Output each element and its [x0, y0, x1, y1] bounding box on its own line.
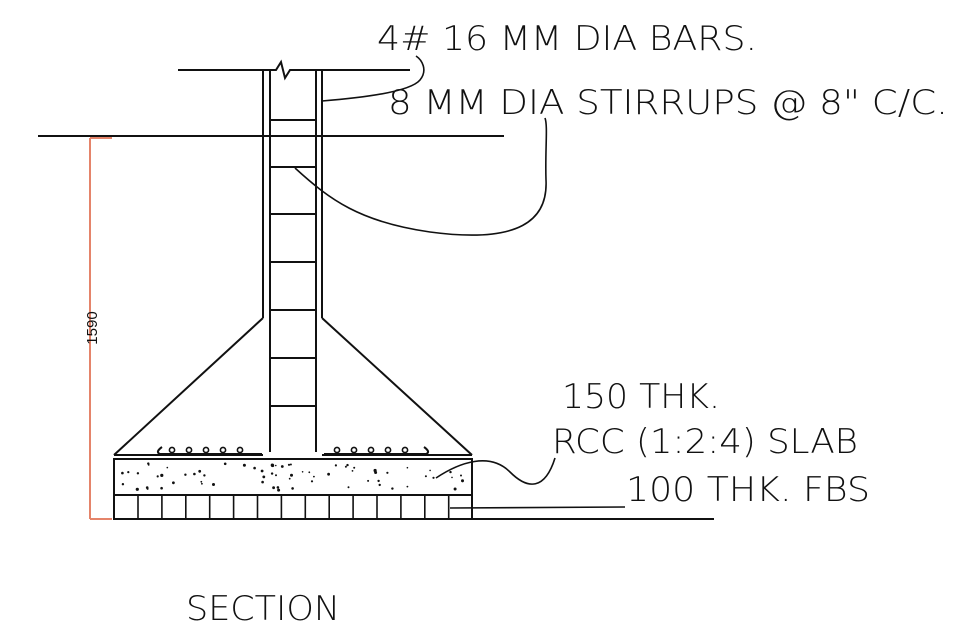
- dimension-label: 1590: [84, 311, 101, 344]
- aggregate-dot: [429, 469, 431, 472]
- aggregate-dot: [406, 485, 409, 488]
- aggregate-dot: [280, 465, 284, 468]
- aggregate-dot: [290, 473, 293, 477]
- aggregate-dot: [334, 464, 337, 467]
- aggregate-dot: [424, 475, 427, 478]
- aggregate-dot: [453, 487, 457, 491]
- aggregate-dot: [277, 488, 281, 492]
- aggregate-dot: [242, 463, 246, 467]
- aggregate-dot: [346, 463, 349, 467]
- aggregate-dot: [288, 477, 291, 480]
- aggregate-dot: [460, 474, 462, 477]
- aggregate-dot: [308, 471, 311, 474]
- aggregate-dot: [184, 473, 187, 476]
- aggregate-dot: [223, 462, 227, 466]
- aggregate-dot: [378, 483, 381, 487]
- aggregate-dot: [386, 471, 389, 474]
- slab-spec-annotation: RCC (1:2:4) SLAB: [552, 422, 858, 462]
- aggregate-dot: [212, 483, 215, 486]
- aggregate-dot: [200, 480, 203, 483]
- fbs-layer: [113, 494, 473, 520]
- aggregate-dot: [406, 466, 409, 469]
- aggregate-dot: [451, 476, 453, 479]
- aggregate-dot: [287, 463, 291, 466]
- aggregate-dot: [432, 476, 435, 479]
- aggregate-dot: [201, 482, 203, 485]
- aggregate-dot: [270, 463, 274, 467]
- aggregate-dot: [156, 475, 159, 478]
- section-title: SECTION: [186, 589, 340, 629]
- aggregate-dot: [260, 469, 264, 473]
- bottom-reinforcement: [156, 446, 430, 455]
- slab-thickness-annotation: 150 THK.: [562, 377, 720, 417]
- aggregate-dot: [374, 471, 378, 474]
- aggregate-dot: [275, 464, 277, 467]
- aggregate-dot: [203, 474, 206, 477]
- aggregate-dot: [377, 479, 380, 483]
- aggregate-dot: [198, 469, 202, 473]
- aggregate-dot: [136, 472, 140, 475]
- aggregate-dot: [160, 486, 163, 490]
- aggregate-dot: [289, 463, 292, 466]
- aggregate-dot: [262, 475, 266, 479]
- aggregate-dot: [347, 486, 350, 489]
- aggregate-dot: [449, 470, 452, 474]
- aggregate-dot: [291, 487, 294, 490]
- aggregate-dot: [353, 466, 356, 469]
- aggregate-dot: [147, 464, 150, 466]
- aggregate-dot: [344, 465, 347, 468]
- aggregate-dot: [261, 480, 264, 484]
- aggregate-dot: [166, 466, 169, 469]
- bars-annotation: 4# 16 MM DIA BARS.: [377, 19, 757, 59]
- aggregate-dot: [276, 486, 280, 489]
- aggregate-dot: [351, 470, 354, 472]
- aggregate-dot: [121, 483, 125, 486]
- aggregate-dot: [146, 487, 149, 490]
- brick-hatch: [137, 495, 450, 519]
- aggregate-dot: [121, 471, 124, 475]
- footing-slopes: [113, 317, 473, 456]
- aggregate-dot: [275, 474, 277, 477]
- stirrups-annotation: 8 MM DIA STIRRUPS @ 8" C/C.: [388, 83, 948, 123]
- aggregate-dot: [160, 473, 164, 477]
- aggregate-dot: [327, 472, 330, 476]
- aggregate-dot: [310, 480, 314, 483]
- aggregate-dot: [301, 471, 304, 473]
- aggregate-dot: [270, 472, 274, 475]
- aggregate-dot: [461, 480, 464, 483]
- aggregate-dot: [313, 475, 315, 478]
- leaders: [294, 55, 626, 509]
- aggregate-dot: [193, 472, 196, 476]
- aggregate-dot: [127, 471, 130, 474]
- column-break-line: [178, 59, 410, 81]
- aggregate-dot: [272, 486, 275, 490]
- dimension-line: [89, 137, 112, 520]
- fbs-annotation: 100 THK. FBS: [626, 470, 870, 510]
- stirrups: [270, 119, 316, 407]
- aggregate-dot: [172, 481, 175, 485]
- concrete-hatch: [121, 462, 464, 492]
- aggregate-dot: [253, 466, 256, 470]
- aggregate-dot: [367, 479, 370, 482]
- aggregate-dot: [135, 487, 139, 491]
- aggregate-dot: [391, 487, 394, 490]
